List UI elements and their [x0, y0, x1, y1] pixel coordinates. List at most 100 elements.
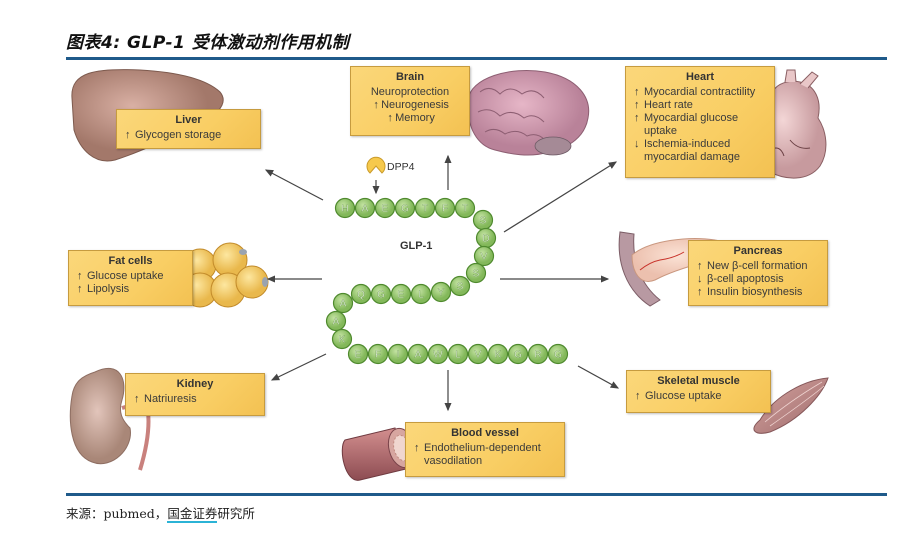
amino-acid-bead	[487, 343, 509, 365]
amino-acid-label: F	[375, 350, 381, 361]
amino-acid-bead	[414, 197, 436, 219]
effect-line: ↑New β-cell formation	[697, 260, 819, 273]
effect-text: Neuroprotection	[370, 86, 450, 98]
amino-acid-label: T	[422, 204, 428, 215]
amino-acid-bead	[394, 197, 416, 219]
amino-acid-label: S	[480, 216, 487, 227]
amino-acid-label: G	[401, 204, 409, 215]
effect-line: Neuroprotection	[359, 86, 461, 99]
effect-line: uptake	[634, 125, 766, 138]
dpp4-label: DPP4	[387, 161, 415, 173]
amino-acid-label: W	[433, 350, 443, 361]
arrow-to-heart	[503, 161, 618, 233]
effect-line: ↑ Natriuresis	[134, 393, 256, 406]
amino-acid-bead	[354, 197, 376, 219]
figure-title: 图表4: GLP-1 受体激动剂作用机制	[66, 33, 350, 53]
effect-line: myocardial damage	[634, 151, 766, 164]
effect-text: β-cell apoptosis	[707, 273, 784, 285]
amino-acid-label: S	[473, 269, 480, 280]
amino-acid-label: K	[495, 350, 502, 361]
amino-acid-label: K	[339, 335, 346, 346]
effect-text: Natriuresis	[144, 393, 197, 405]
increase-arrow-icon: ↑	[414, 442, 420, 454]
amino-acid-bead	[367, 343, 389, 365]
increase-arrow-icon: ↑	[697, 286, 703, 298]
effect-line: ↑Memory	[359, 112, 461, 125]
amino-acid-bead	[350, 283, 372, 305]
amino-acid-bead	[325, 310, 347, 332]
increase-arrow-icon: ↑	[634, 112, 640, 124]
amino-acid-bead	[547, 343, 569, 365]
arrow-to-liver	[264, 169, 324, 201]
effect-line: ↑Glucose uptake	[77, 270, 184, 283]
effect-line: ↑Heart rate	[634, 99, 766, 112]
organ-title: Pancreas	[733, 245, 783, 257]
amino-acid-bead	[465, 262, 487, 284]
effect-text: vasodilation	[424, 455, 483, 467]
amino-acid-bead	[410, 283, 432, 305]
skeletal-muscle-icon	[753, 377, 829, 434]
amino-acid-bead	[332, 292, 354, 314]
connector-arrows	[264, 154, 620, 412]
source-suffix: 研究所	[217, 506, 255, 521]
footer-rule	[66, 493, 887, 496]
increase-arrow-icon: ↑	[125, 129, 131, 141]
amino-acid-bead	[434, 197, 456, 219]
effect-line: ↑ Glycogen storage	[125, 129, 252, 142]
amino-acid-label: G	[514, 350, 522, 361]
effect-text: Glucose uptake	[645, 390, 722, 402]
amino-acid-label: A	[415, 350, 422, 361]
effect-line: ↑Myocardial contractility	[634, 86, 766, 99]
effect-text: New β-cell formation	[707, 260, 808, 272]
effect-text: Endothelium-dependent	[424, 442, 541, 454]
amino-acid-label: Q	[357, 290, 365, 301]
increase-arrow-icon: ↑	[373, 99, 379, 111]
amino-acid-label: F	[442, 204, 448, 215]
effect-text: Glycogen storage	[135, 129, 222, 141]
kidney-box: Kidney ↑ Natriuresis	[125, 373, 265, 416]
organ-title: Kidney	[176, 378, 214, 390]
amino-acid-label: E	[382, 204, 389, 215]
amino-acid-label: R	[534, 350, 541, 361]
amino-acid-bead	[427, 343, 449, 365]
amino-acid-label: D	[482, 234, 489, 245]
fat-cells-box: Fat cells↑Glucose uptake↑Lipolysis	[68, 250, 193, 306]
source-prefix: 来源：pubmed，	[66, 506, 168, 521]
amino-acid-bead	[507, 343, 529, 365]
skeletal-muscle-box: Skeletal muscle↑Glucose uptake	[626, 370, 771, 413]
effect-text: Ischemia-induced	[644, 138, 731, 150]
amino-acid-label: G	[554, 350, 562, 361]
amino-acid-label: I	[397, 350, 400, 361]
amino-acid-label: V	[475, 350, 482, 361]
effect-text: uptake	[644, 125, 678, 137]
organ-title: Blood vessel	[451, 427, 519, 439]
amino-acid-label: L	[418, 290, 424, 301]
amino-acid-label: V	[481, 252, 488, 263]
fat-cells-icon	[182, 242, 269, 308]
pancreas-box: Pancreas↑New β-cell formation↓β-cell apo…	[688, 240, 828, 306]
amino-acid-label: H	[341, 204, 348, 215]
source-note: 来源：pubmed，国金证券研究所	[66, 503, 255, 523]
increase-arrow-icon: ↑	[134, 393, 140, 405]
amino-acid-bead	[454, 197, 476, 219]
dpp4-enzyme-icon	[366, 156, 386, 174]
organ-title: Fat cells	[108, 255, 153, 267]
effect-text: myocardial damage	[644, 151, 740, 163]
amino-acid-label: T	[462, 204, 468, 215]
increase-arrow-icon: ↑	[387, 112, 393, 124]
amino-acid-bead	[430, 281, 452, 303]
increase-arrow-icon: ↑	[77, 283, 83, 295]
amino-acid-label: A	[333, 317, 340, 328]
effect-text: Memory	[395, 112, 435, 124]
amino-acid-bead	[449, 275, 471, 297]
amino-acid-bead	[447, 343, 469, 365]
increase-arrow-icon: ↑	[634, 86, 640, 98]
heart-box: Heart↑Myocardial contractility↑Heart rat…	[625, 66, 775, 178]
amino-acid-bead	[407, 343, 429, 365]
effect-text: Myocardial glucose	[644, 112, 739, 124]
organ-title: Skeletal muscle	[657, 375, 740, 387]
effect-line: ↑ Endothelium-dependent	[414, 442, 556, 455]
amino-acid-bead	[370, 283, 392, 305]
